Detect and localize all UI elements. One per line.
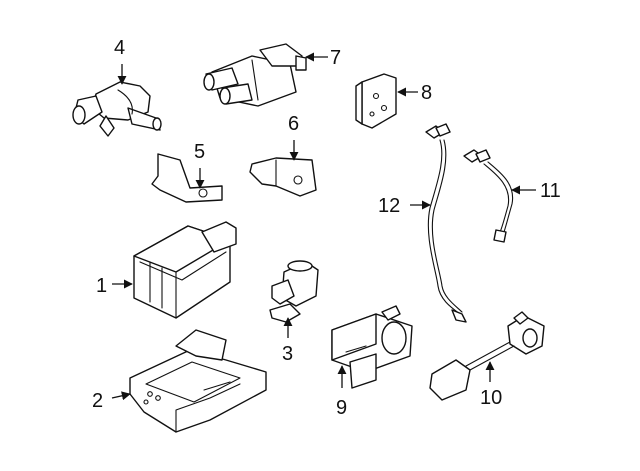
part-6-bracket (249, 157, 317, 197)
callout-3: 3 (282, 343, 293, 365)
callout-10: 10 (480, 387, 502, 409)
leader-lines (111, 52, 536, 401)
part-12-oxygen-sensor (425, 123, 467, 323)
callout-9: 9 (336, 397, 347, 419)
callout-4: 4 (114, 37, 125, 59)
part-1-canister (133, 221, 237, 319)
part-8-bracket (355, 73, 397, 129)
callout-7: 7 (330, 47, 341, 69)
callout-11: 11 (540, 180, 561, 202)
part-2-tray (129, 329, 267, 433)
callout-1: 1 (96, 275, 107, 297)
part-5-bracket (151, 153, 223, 203)
callout-6: 6 (288, 113, 299, 135)
part-10-sensor (429, 311, 545, 401)
part-4-purge-valve (72, 81, 162, 137)
part-9-pump (331, 305, 413, 389)
part-7-solenoid (203, 43, 307, 107)
callout-2: 2 (92, 390, 103, 412)
callout-12: 12 (378, 195, 400, 217)
callout-5: 5 (194, 141, 205, 163)
part-11-oxygen-sensor (463, 149, 514, 243)
part-3-sensor (269, 260, 319, 323)
callout-8: 8 (421, 82, 432, 104)
